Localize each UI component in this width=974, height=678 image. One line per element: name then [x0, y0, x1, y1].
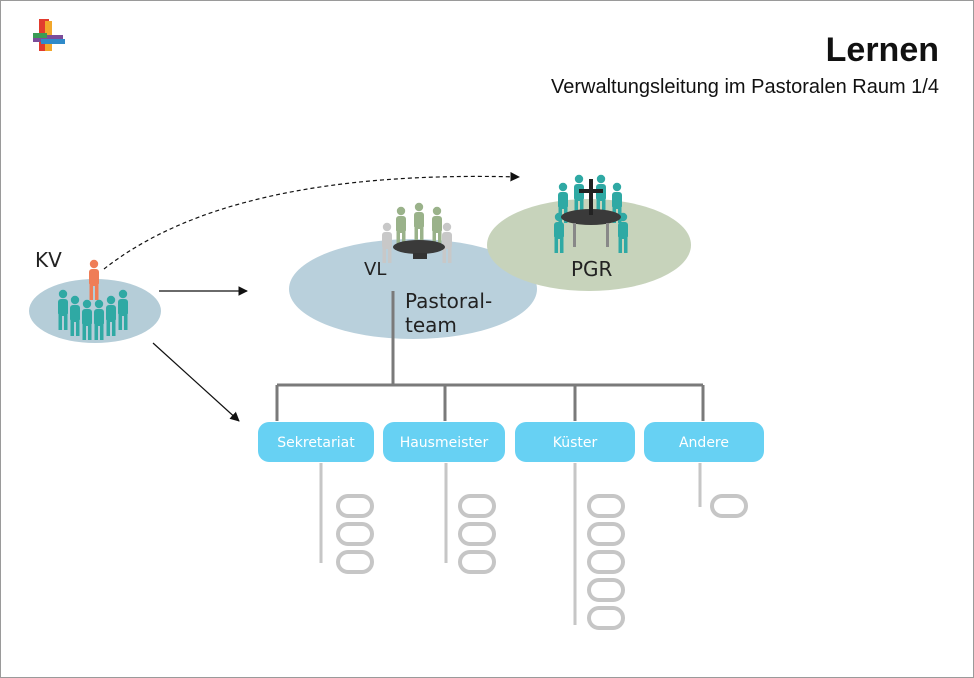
- logo-cross-icon: [33, 19, 65, 51]
- pastoralteam-people-icon: [382, 202, 452, 263]
- staff-ring: [587, 606, 625, 630]
- pgr-ellipse: [487, 199, 691, 291]
- role-label-andere: Andere: [679, 435, 729, 451]
- staff-lines: [319, 463, 702, 625]
- staff-ring: [710, 494, 748, 518]
- role-box-andere: Andere: [644, 422, 764, 462]
- staff-rings: [336, 494, 748, 630]
- role-label-sekretariat: Sekretariat: [277, 435, 355, 451]
- staff-ring: [587, 550, 625, 574]
- page-title: Lernen: [825, 31, 939, 69]
- staff-ring: [458, 494, 496, 518]
- role-label-hausmeister: Hausmeister: [400, 435, 489, 451]
- staff-ring: [336, 522, 374, 546]
- cross-icon: [579, 179, 603, 215]
- pastoralteam-label-line1: Pastoral-: [405, 289, 492, 313]
- pastoralteam-label-line2: team: [405, 313, 457, 337]
- role-box-sekretariat: Sekretariat: [258, 422, 374, 462]
- dashed-arrow-kv-to-pgr: [103, 171, 520, 270]
- role-box-hausmeister: Hausmeister: [383, 422, 505, 462]
- staff-ring: [587, 494, 625, 518]
- staff-ring: [587, 578, 625, 602]
- org-connectors: [275, 291, 705, 421]
- staff-ring: [587, 522, 625, 546]
- staff-ring: [458, 522, 496, 546]
- vl-label: VL: [364, 259, 386, 280]
- page-subtitle: Verwaltungsleitung im Pastoralen Raum 1/…: [551, 76, 939, 98]
- arrow-kv-to-staff: [152, 342, 240, 422]
- pastoralteam-ellipse: [289, 239, 537, 339]
- role-label-kuester: Küster: [553, 435, 598, 451]
- role-box-kuester: Küster: [515, 422, 635, 462]
- kv-label: KV: [35, 248, 62, 272]
- pgr-label: PGR: [571, 257, 613, 281]
- kv-group: KV: [29, 248, 161, 343]
- staff-ring: [336, 550, 374, 574]
- staff-ring: [336, 494, 374, 518]
- pgr-people-icon: [554, 174, 628, 253]
- staff-ring: [458, 550, 496, 574]
